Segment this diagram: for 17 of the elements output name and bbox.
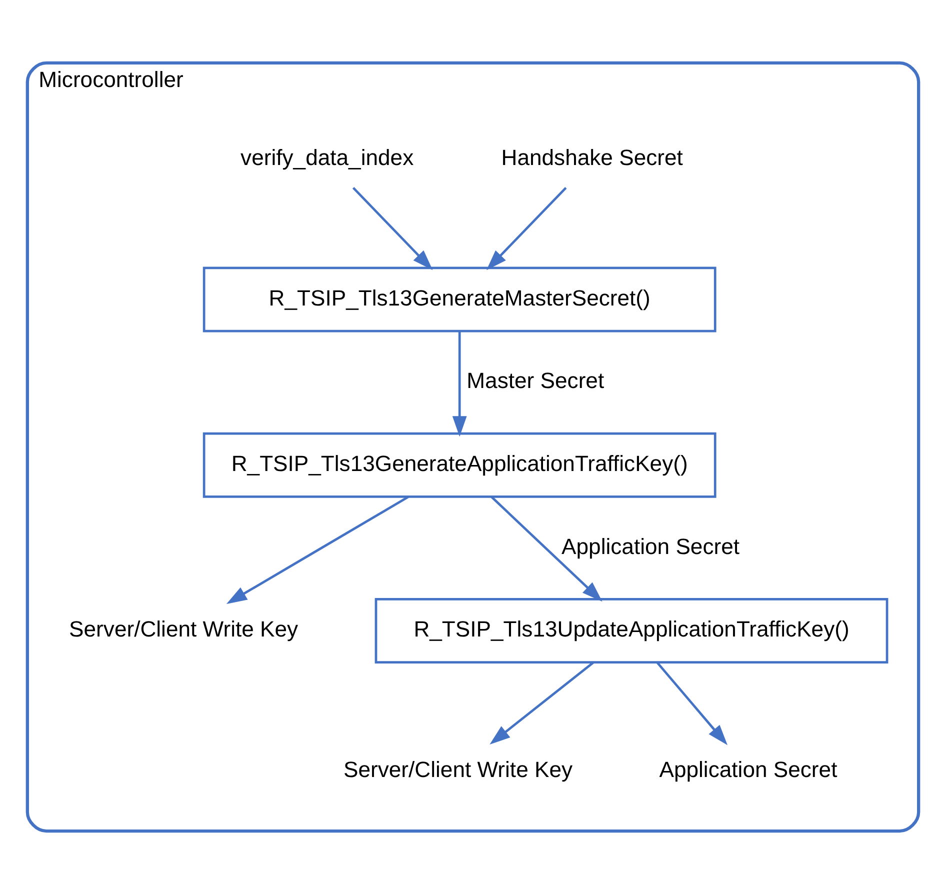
edge-label: Application Secret (562, 534, 740, 559)
node-text: Application Secret (659, 756, 838, 782)
arrow (486, 187, 567, 270)
node-text: Server/Client Write Key (69, 616, 298, 642)
node-box: R_TSIP_Tls13GenerateApplicationTrafficKey() (202, 432, 716, 498)
arrow (656, 662, 728, 746)
node-box: R_TSIP_Tls13GenerateMasterSecret() (202, 266, 716, 332)
node-text: verify_data_index (240, 144, 414, 170)
arrow (490, 496, 602, 602)
node-box: R_TSIP_Tls13UpdateApplicationTrafficKey() (374, 598, 888, 664)
edge-label: Master Secret (466, 368, 604, 394)
node-text: Handshake Secret (501, 144, 683, 170)
arrow (226, 496, 409, 604)
arrow (352, 187, 433, 270)
node-text: Server/Client Write Key (344, 756, 573, 782)
arrow (490, 662, 594, 745)
arrow (452, 332, 467, 437)
